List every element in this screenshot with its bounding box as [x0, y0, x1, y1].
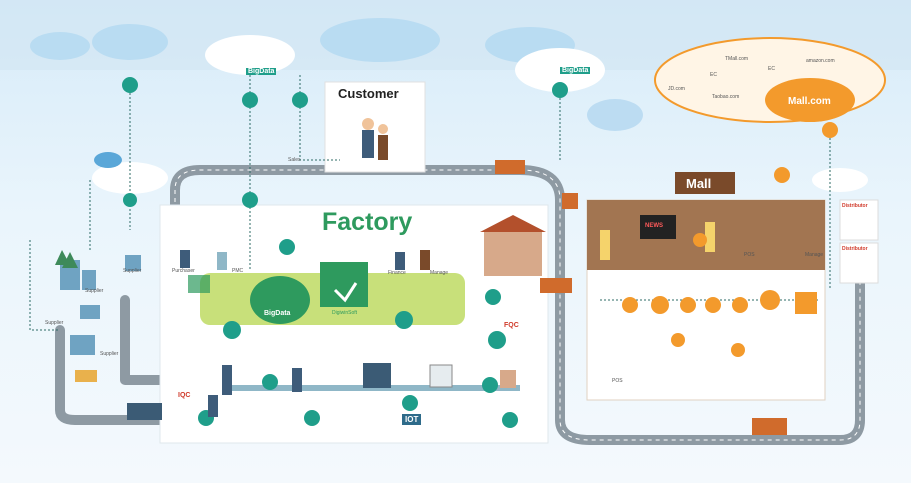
distributor-panel-2 [839, 242, 879, 284]
digiwin-label: DigiwinSoft [332, 310, 358, 316]
distributor-label-1: Distributor [842, 203, 868, 209]
mall-cloud [765, 78, 855, 122]
supplier-label-3: Supplier [100, 351, 119, 357]
factory-title: Factory [322, 208, 413, 236]
bigdata-label-factory: BigData [264, 310, 291, 317]
teal-icons [122, 77, 568, 428]
factory-workers [180, 250, 430, 417]
factory-manage-label: Manage [430, 270, 449, 276]
pmc-label: PMC [232, 268, 244, 274]
ec-label-1: EC [710, 72, 717, 78]
amazon-label: amazon.com [806, 58, 835, 64]
purchaser-label: Purchaser [172, 268, 195, 274]
jdcom-label: JD.com [668, 86, 685, 92]
orange-icons [622, 122, 838, 357]
road-dashes [174, 169, 861, 441]
warehouse-icon [480, 215, 546, 276]
sales-label: Sales [288, 157, 301, 163]
mall-title-box [675, 172, 735, 194]
customer-people [362, 118, 388, 160]
bigdata-label-right: BigData [560, 67, 591, 74]
tmall-label: TMall.com [725, 56, 749, 62]
truck-icons [127, 160, 787, 435]
pos-label-2: POS [612, 378, 623, 384]
ec-label-2: EC [768, 66, 775, 72]
supplier-label-2: Supplier [45, 320, 64, 326]
factory-bigdata-cloud [250, 276, 310, 324]
distributor-label-2: Distributor [842, 246, 868, 252]
mallcom-label: Mall.com [788, 96, 831, 107]
customer-panel [324, 81, 426, 173]
orange-box-icon [795, 292, 817, 314]
finance-label: Finance [388, 270, 406, 276]
pos-label-1: POS [744, 252, 755, 258]
customer-title: Customer [338, 86, 399, 101]
mall-title: Mall [686, 176, 712, 191]
machines [363, 363, 516, 388]
iqc-badge: IQC [178, 392, 191, 399]
taobao-label: Taobao.com [712, 94, 740, 100]
mall-manage-label: Manage [805, 252, 824, 258]
distributor-panel-1 [839, 199, 879, 241]
fqc-badge: FQC [504, 322, 519, 329]
news-badge: NEWS [645, 223, 663, 229]
supplier-label-4: Supplier [123, 268, 142, 274]
supplier-label-1: Supplier [85, 288, 104, 294]
bigdata-label-main: BigData [246, 68, 277, 75]
iot-badge: IOT [402, 414, 422, 425]
